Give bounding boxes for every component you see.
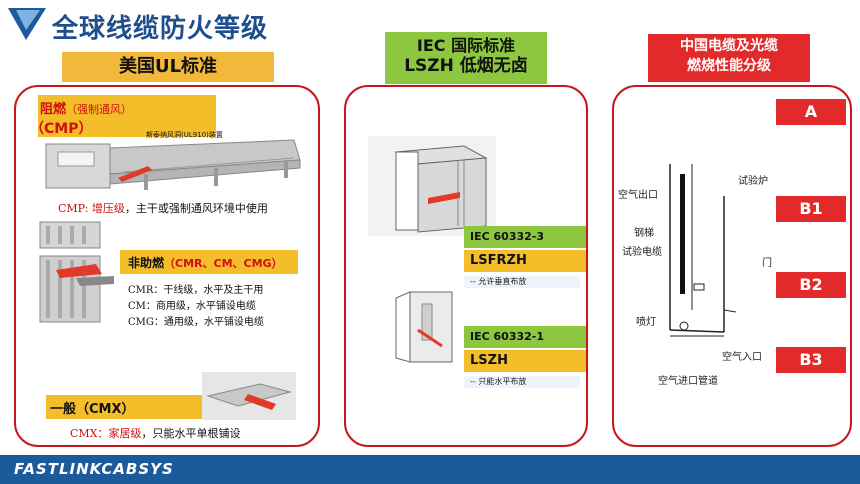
footer-bar <box>0 455 860 484</box>
cmp-desc: CMP: 增压级，主干或强制通风环境中使用 <box>58 200 268 216</box>
non-flame-code: CMG： <box>128 317 164 328</box>
iec-block1-name: LSFRZH <box>464 250 586 272</box>
label-furnace: 试验炉 <box>738 176 768 187</box>
label-air-in: 空气入口 <box>722 352 762 363</box>
general-box <box>46 395 206 419</box>
iec-block2-name: LSZH <box>464 350 586 372</box>
list-item: CMR：干线级，水平及主干用 <box>128 283 264 299</box>
grade-badge: A <box>776 99 846 125</box>
cabinet-illustration <box>395 291 453 363</box>
general-desc: CMX：家居级，只能水平单根铺设 <box>70 425 241 441</box>
horizontal-illustration <box>202 372 296 420</box>
cmp-caption: 斯泰纳风洞(UL910)装置 <box>146 131 223 139</box>
general-desc-text: ，只能水平单根铺设 <box>141 427 241 440</box>
cmp-desc-text: ，主干或强制通风环境中使用 <box>124 202 268 215</box>
cmp-code: （CMP） <box>30 121 93 137</box>
list-item: CMG：通用级，水平铺设电缆 <box>128 315 264 331</box>
non-flame-list: CMR：干线级，水平及主干用 CM：商用级，水平铺设电缆 CMG：通用级，水平铺… <box>128 283 264 331</box>
logo-icon <box>8 8 46 40</box>
footer-brand: FASTLINKCABSYS <box>14 460 174 478</box>
label-cable: 试验电缆 <box>622 247 662 258</box>
cmp-desc-code: CMP: <box>58 202 89 215</box>
iec-block1-note: -- 允许垂直布放 <box>464 276 580 288</box>
non-flame-text: 商用级，水平铺设电缆 <box>155 301 256 312</box>
china-header-line2: 燃烧性能分级 <box>687 58 771 74</box>
grade-badge: B3 <box>776 347 846 373</box>
cmp-title-text: 阻燃 <box>40 102 67 117</box>
tunnel-illustration <box>45 139 301 190</box>
non-flame-box <box>120 250 298 274</box>
iec-block1-std: IEC 60332-3 <box>464 226 586 248</box>
label-air-out: 空气出口 <box>618 190 658 201</box>
iec-header-line2: LSZH 低烟无卤 <box>404 56 528 76</box>
non-flame-code: CM： <box>128 301 156 312</box>
cmp-desc-level: 增压级 <box>91 202 125 215</box>
cmp-box <box>38 95 216 137</box>
iec-header-line1: IEC 国际标准 <box>416 36 516 55</box>
label-air-pipe: 空气进口管道 <box>658 376 718 387</box>
riser-illustration <box>39 221 114 323</box>
page-title: 全球线缆防火等级 <box>52 14 269 44</box>
grade-badge: B2 <box>776 272 846 298</box>
non-flame-text: 通用级，水平铺设电缆 <box>163 317 264 328</box>
non-flame-text: 干线级，水平及主干用 <box>163 285 264 296</box>
general-title: 一般（CMX） <box>50 402 135 417</box>
china-header-line1: 中国电缆及光缆 <box>680 38 778 54</box>
list-item: CM：商用级，水平铺设电缆 <box>128 299 264 315</box>
iec-block2-std: IEC 60332-1 <box>464 326 586 348</box>
label-ladder: 钢梯 <box>634 228 654 239</box>
label-burner: 喷灯 <box>636 317 656 328</box>
cmp-title: 阻燃（强制通风） <box>40 98 132 117</box>
vertical-tray-illustration <box>368 136 496 236</box>
ul-header: 美国UL标准 <box>62 52 274 82</box>
non-flame-title-text: 非助燃 <box>128 256 165 270</box>
general-desc-code: CMX： <box>70 427 109 440</box>
china-header: 中国电缆及光缆 燃烧性能分级 <box>648 34 810 82</box>
furnace-diagram <box>669 164 737 337</box>
general-desc-level: 家居级 <box>108 427 142 440</box>
cmp-title-note: （强制通风） <box>66 103 133 116</box>
label-door: 门 <box>762 258 772 269</box>
non-flame-code: CMR： <box>128 285 164 296</box>
iec-header: IEC 国际标准 LSZH 低烟无卤 <box>385 32 547 84</box>
non-flame-title: 非助燃（CMR、CM、CMG） <box>128 254 283 271</box>
iec-block2-note: -- 只能水平布放 <box>464 376 580 388</box>
non-flame-codes: （CMR、CM、CMG） <box>164 257 283 270</box>
china-panel <box>612 85 852 447</box>
grade-badge: B1 <box>776 196 846 222</box>
